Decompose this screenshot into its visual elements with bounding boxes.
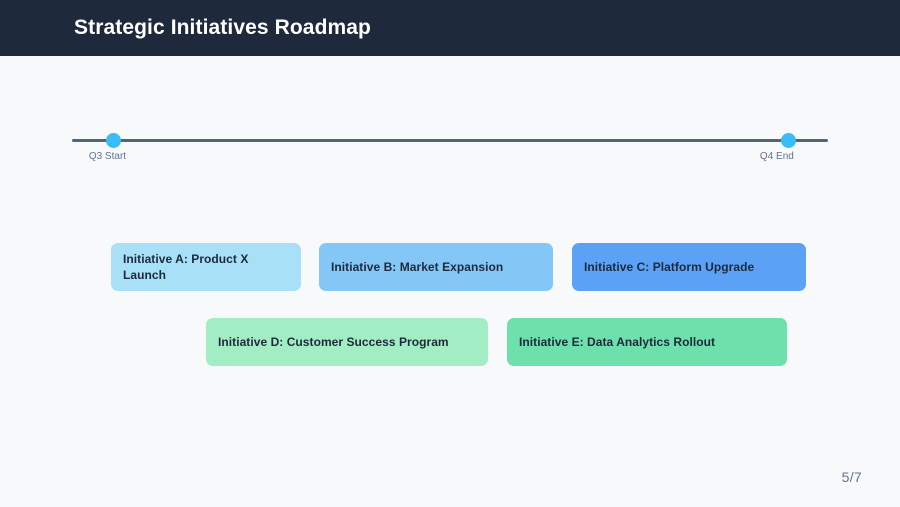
initiative-bar[interactable]: Initiative C: Platform Upgrade (572, 243, 806, 291)
initiative-bar-label: Initiative B: Market Expansion (331, 260, 504, 274)
initiative-bar[interactable]: Initiative E: Data Analytics Rollout (507, 318, 787, 366)
page-indicator: 5/7 (841, 469, 862, 485)
initiative-bar[interactable]: Initiative A: Product X Launch (111, 243, 301, 291)
initiative-bar-label: Initiative A: Product X Launch (123, 252, 249, 282)
timeline-axis (72, 139, 828, 142)
initiative-bar-label: Initiative C: Platform Upgrade (584, 260, 755, 274)
roadmap-timeline: Q3 Start Q4 End (72, 133, 828, 175)
slide-body: Q3 Start Q4 End Initiative A: Product X L… (0, 56, 900, 507)
page-title: Strategic Initiatives Roadmap (74, 16, 371, 39)
initiative-bar[interactable]: Initiative D: Customer Success Program (206, 318, 488, 366)
timeline-marker-dot (105, 133, 121, 148)
initiative-bar[interactable]: Initiative B: Market Expansion (319, 243, 553, 291)
timeline-marker-dot (780, 133, 796, 148)
timeline-marker-label: Q4 End (759, 151, 794, 162)
slide-header: Strategic Initiatives Roadmap (0, 0, 900, 56)
timeline-marker-label: Q3 Start (88, 151, 127, 162)
initiative-bar-label: Initiative D: Customer Success Program (218, 335, 449, 349)
initiative-bar-label: Initiative E: Data Analytics Rollout (519, 335, 716, 349)
